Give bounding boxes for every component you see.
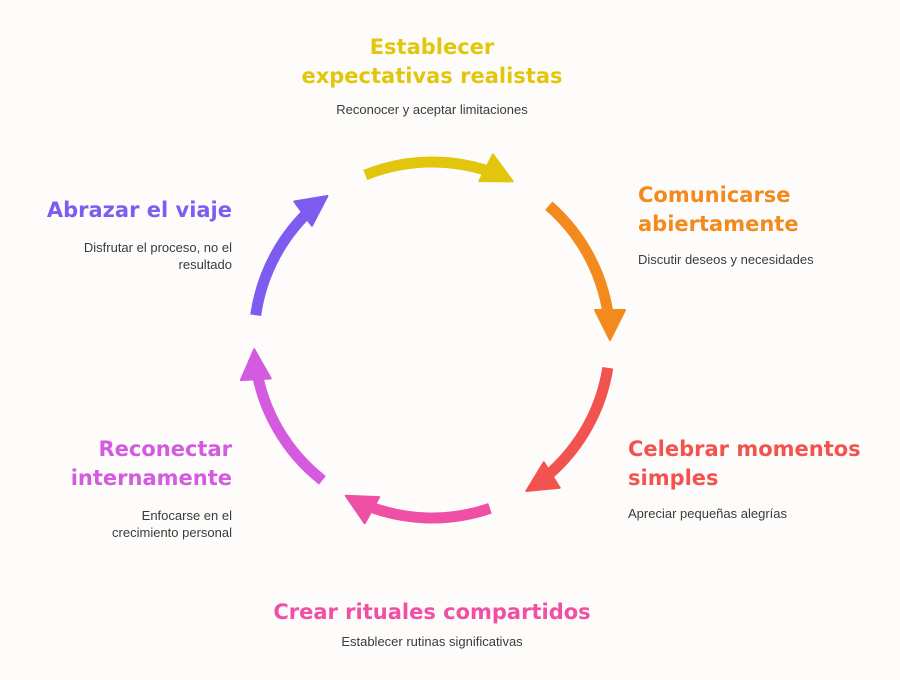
step-celebrar-momentos: Celebrar momentos simples Apreciar peque…: [628, 435, 893, 522]
step-description: Discutir deseos y necesidades: [638, 252, 814, 267]
arrow-shaft: [358, 497, 492, 524]
arrow-head: [344, 494, 381, 525]
arrow-comunicarse-to-celebrar: [545, 201, 626, 341]
step-description: Reconocer y aceptar limitaciones: [336, 102, 528, 117]
step-title: Abrazar el viaje: [46, 198, 232, 222]
arrow-head: [293, 195, 329, 227]
step-title: Reconectar internamente: [70, 437, 232, 490]
arrow-crear-to-reconectar: [344, 494, 492, 525]
step-comunicarse-abiertamente: Comunicarse abiertamente Discutir deseos…: [638, 181, 888, 268]
arrow-head: [478, 153, 514, 183]
arrow-shaft: [536, 366, 614, 486]
arrow-shaft: [250, 364, 326, 485]
step-crear-rituales: Crear rituales compartidos Establecer ru…: [200, 598, 664, 650]
arrow-establecer-to-comunicarse: [363, 153, 514, 183]
step-description: Apreciar pequeñas alegrías: [628, 506, 787, 521]
arrow-shaft: [250, 202, 319, 317]
arrow-head: [525, 461, 561, 492]
arrow-shaft: [363, 156, 500, 181]
step-description: Establecer rutinas significativas: [341, 634, 523, 649]
step-title: Celebrar momentos simples: [628, 437, 861, 490]
arrow-head: [594, 309, 626, 341]
step-description: Enfocarse en el crecimiento personal: [112, 508, 232, 540]
arrow-head: [239, 348, 272, 382]
step-description: Disfrutar el proceso, no el resultado: [83, 240, 232, 272]
step-title: Comunicarse abiertamente: [638, 183, 799, 236]
arrow-shaft: [545, 201, 615, 325]
step-title: Crear rituales compartidos: [273, 600, 591, 624]
arrow-abrazar-to-establecer: [250, 195, 329, 317]
step-title: Establecer expectativas realistas: [301, 35, 563, 88]
step-reconectar-internamente: Reconectar internamente Enfocarse en el …: [20, 435, 232, 541]
arrow-reconectar-to-abrazar: [239, 348, 326, 485]
step-establecer-expectativas: Establecer expectativas realistas Recono…: [250, 33, 614, 118]
arrow-celebrar-to-crear: [525, 366, 614, 492]
step-abrazar-el-viaje: Abrazar el viaje Disfrutar el proceso, n…: [20, 196, 232, 273]
